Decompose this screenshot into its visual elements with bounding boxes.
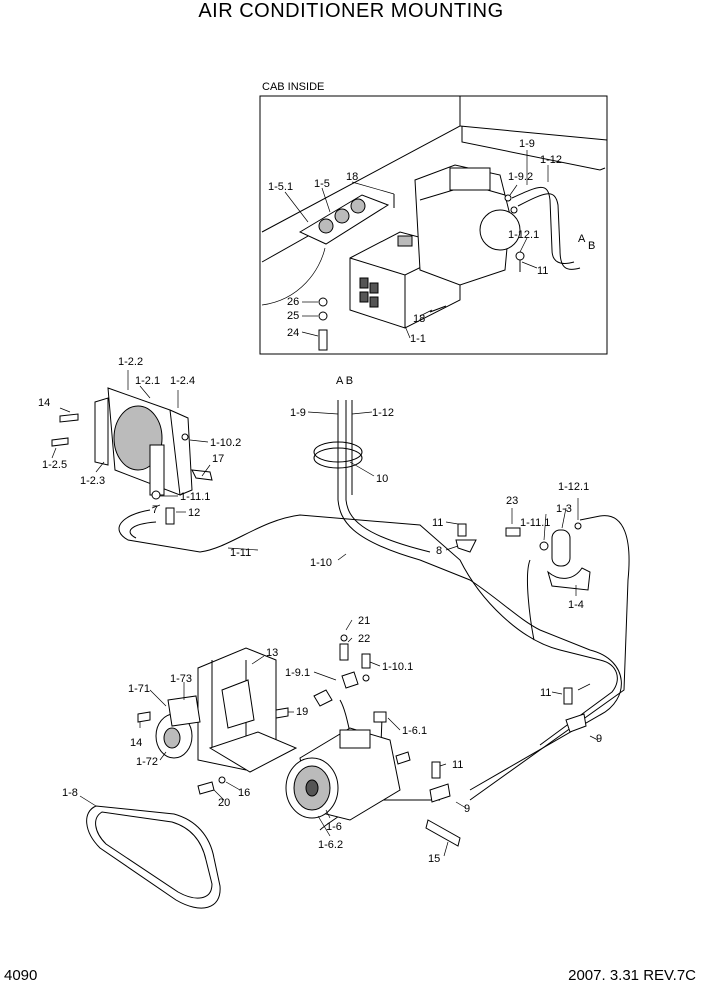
svg-text:1-9.2: 1-9.2 bbox=[508, 171, 533, 183]
svg-text:1-71: 1-71 bbox=[128, 683, 150, 695]
svg-text:17: 17 bbox=[212, 453, 224, 465]
svg-text:1-12.1: 1-12.1 bbox=[508, 229, 539, 241]
bracket-icon bbox=[197, 647, 298, 773]
svg-text:22: 22 bbox=[358, 633, 370, 645]
svg-text:13: 13 bbox=[266, 647, 278, 659]
svg-text:1-9: 1-9 bbox=[290, 407, 306, 419]
control-panel-icon bbox=[298, 194, 390, 245]
svg-text:1-6.1: 1-6.1 bbox=[402, 725, 427, 737]
v-belt-icon bbox=[86, 805, 221, 909]
revision-date: 2007. 3.31 REV.7C bbox=[568, 967, 696, 984]
svg-text:1-9.1: 1-9.1 bbox=[285, 667, 310, 679]
svg-text:18: 18 bbox=[413, 313, 425, 325]
svg-text:11: 11 bbox=[432, 517, 443, 529]
svg-text:1-5: 1-5 bbox=[314, 178, 330, 190]
svg-text:18: 18 bbox=[346, 171, 358, 183]
svg-text:23: 23 bbox=[506, 495, 518, 507]
svg-text:1-2.3: 1-2.3 bbox=[80, 475, 105, 487]
svg-text:1-11.1: 1-11.1 bbox=[180, 491, 210, 503]
svg-text:1-10.2: 1-10.2 bbox=[210, 437, 241, 449]
svg-text:11: 11 bbox=[452, 759, 463, 771]
svg-text:1-2.5: 1-2.5 bbox=[42, 459, 67, 471]
svg-text:1-2.2: 1-2.2 bbox=[118, 356, 143, 368]
part-labels: 1-9 1-12 1-9.2 1-5.1 1-5 18 1-12.1 A B 1… bbox=[38, 138, 602, 865]
svg-text:1-4: 1-4 bbox=[568, 599, 584, 611]
svg-text:10: 10 bbox=[376, 473, 388, 485]
svg-text:19: 19 bbox=[296, 706, 308, 718]
condenser-icon bbox=[94, 387, 193, 496]
page-number: 4090 bbox=[4, 967, 38, 984]
svg-text:12: 12 bbox=[188, 507, 200, 519]
svg-text:21: 21 bbox=[358, 615, 370, 627]
svg-text:B: B bbox=[588, 240, 595, 252]
svg-text:1-5.1: 1-5.1 bbox=[268, 181, 293, 193]
svg-text:25: 25 bbox=[287, 310, 299, 322]
svg-text:1-6: 1-6 bbox=[326, 821, 342, 833]
page-title: AIR CONDITIONER MOUNTING bbox=[198, 0, 504, 22]
svg-text:14: 14 bbox=[130, 737, 142, 749]
cab-inside-inset-frame bbox=[259, 95, 608, 355]
svg-text:A: A bbox=[578, 233, 586, 245]
svg-text:1-2.4: 1-2.4 bbox=[170, 375, 195, 387]
svg-text:1-1: 1-1 bbox=[410, 333, 426, 345]
inset-title: CAB INSIDE bbox=[262, 81, 324, 93]
svg-text:1-10: 1-10 bbox=[310, 557, 332, 569]
idler-pulley-icon bbox=[155, 695, 201, 759]
svg-text:26: 26 bbox=[287, 296, 299, 308]
svg-text:1-8: 1-8 bbox=[62, 787, 78, 799]
svg-text:16: 16 bbox=[238, 787, 250, 799]
svg-text:8: 8 bbox=[436, 545, 442, 557]
svg-text:1-12.1: 1-12.1 bbox=[558, 481, 589, 493]
svg-text:1-9: 1-9 bbox=[519, 138, 535, 150]
parts-diagram: CAB INSIDE bbox=[38, 81, 630, 909]
svg-text:1-6.2: 1-6.2 bbox=[318, 839, 343, 851]
svg-text:11: 11 bbox=[540, 687, 551, 699]
svg-text:11: 11 bbox=[537, 265, 548, 277]
receiver-drier-icon bbox=[547, 529, 591, 591]
svg-text:A B: A B bbox=[336, 375, 353, 387]
svg-text:1-11: 1-11 bbox=[230, 547, 251, 559]
clamp-icon bbox=[429, 713, 587, 803]
svg-text:1-11.1: 1-11.1 bbox=[520, 517, 550, 529]
svg-text:1-10.1: 1-10.1 bbox=[382, 661, 413, 673]
svg-text:1-3: 1-3 bbox=[556, 503, 572, 515]
svg-text:1-2.1: 1-2.1 bbox=[135, 375, 160, 387]
svg-text:1-73: 1-73 bbox=[170, 673, 192, 685]
svg-text:1-12: 1-12 bbox=[540, 154, 562, 166]
svg-text:20: 20 bbox=[218, 797, 230, 809]
svg-text:9: 9 bbox=[464, 803, 470, 815]
svg-text:1-12: 1-12 bbox=[372, 407, 394, 419]
svg-text:1-72: 1-72 bbox=[136, 756, 158, 768]
svg-text:9: 9 bbox=[596, 733, 602, 745]
svg-text:14: 14 bbox=[38, 397, 50, 409]
compressor-icon bbox=[285, 727, 401, 821]
svg-text:15: 15 bbox=[428, 853, 440, 865]
ac-unit-icon bbox=[349, 164, 521, 329]
svg-text:7: 7 bbox=[152, 504, 158, 516]
svg-text:24: 24 bbox=[287, 327, 299, 339]
